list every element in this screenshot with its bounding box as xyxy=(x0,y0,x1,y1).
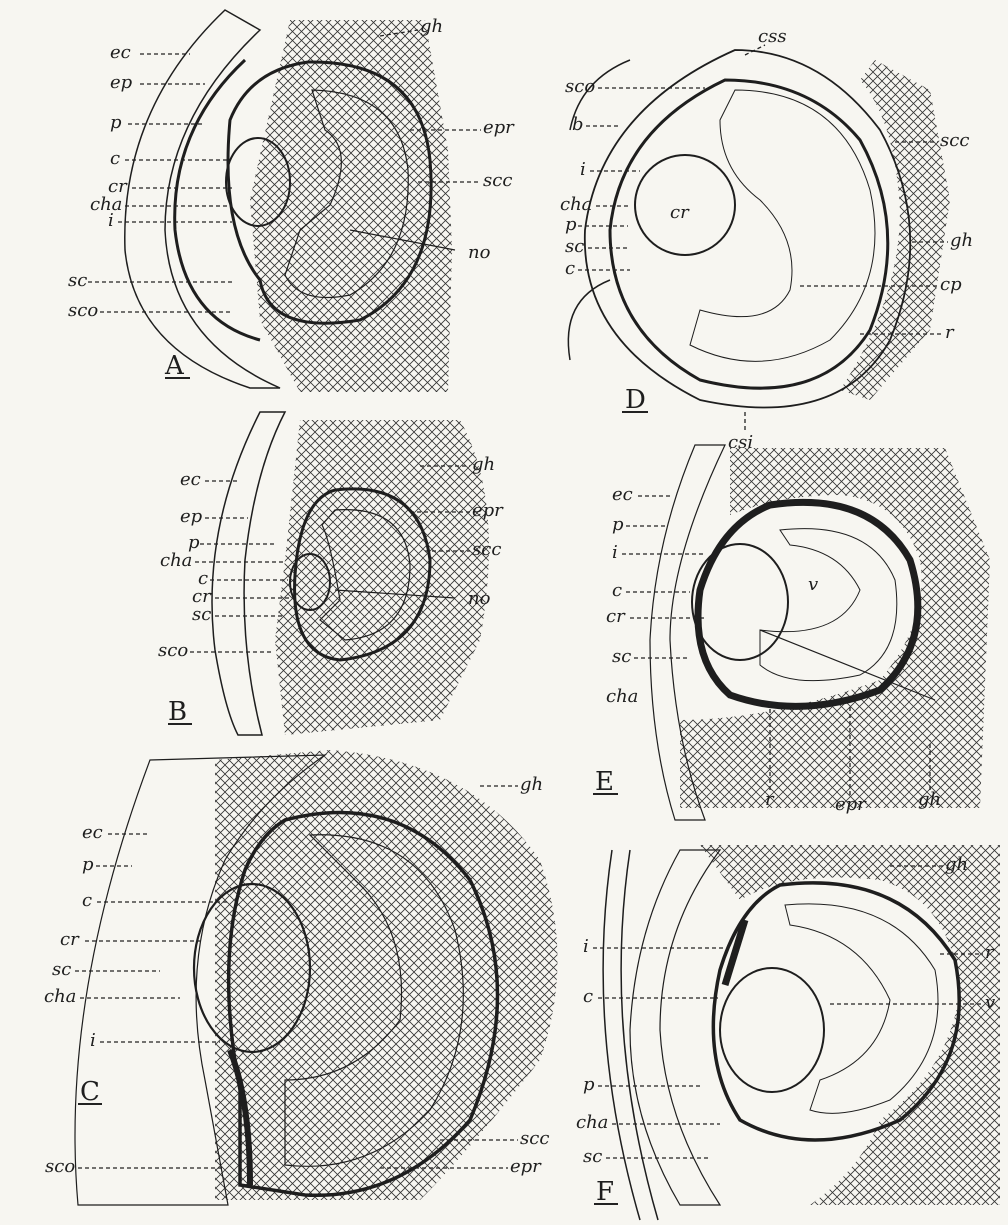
label-f-p: p xyxy=(583,1074,595,1095)
label-b-no: no xyxy=(468,588,491,609)
panel-e: E ec p i c cr sc cha v r epr gh xyxy=(593,445,990,820)
label-b-cha: cha xyxy=(160,550,192,571)
label-f-cha: cha xyxy=(576,1112,608,1133)
label-a-sc: sc xyxy=(68,270,87,291)
panel-b-gray-matter xyxy=(275,420,489,735)
label-f-r: r xyxy=(985,942,995,963)
label-d-cr: cr xyxy=(670,202,690,223)
label-a-ec: ec xyxy=(110,42,131,63)
panel-d-letter: D xyxy=(625,385,646,415)
label-d-p: p xyxy=(565,214,577,235)
label-b-ep: ep xyxy=(180,506,203,527)
label-e-v: v xyxy=(808,574,818,595)
panel-f-lens xyxy=(720,968,824,1092)
label-b-scc: scc xyxy=(472,539,501,560)
label-e-i: i xyxy=(612,542,618,563)
panel-c-letter: C xyxy=(80,1077,100,1107)
label-d-gh: gh xyxy=(950,230,973,251)
panel-d-optic-cup xyxy=(610,80,888,388)
label-b-epr: epr xyxy=(472,500,504,521)
label-c-scc: scc xyxy=(520,1128,549,1149)
panel-c: C ec p c cr sc cha i sco gh scc epr xyxy=(44,750,558,1205)
panel-f-optic-cup xyxy=(713,883,959,1140)
label-a-scc: scc xyxy=(483,170,512,191)
label-c-c: c xyxy=(82,890,92,911)
label-d-c: c xyxy=(565,258,575,279)
panel-d-sclera-outer xyxy=(585,50,910,408)
panel-b-letter: B xyxy=(168,697,187,727)
label-c-sco: sco xyxy=(45,1156,75,1177)
label-a-ep: ep xyxy=(110,72,133,93)
label-b-gh: gh xyxy=(472,454,495,475)
panel-b-ectoderm xyxy=(212,412,285,735)
label-c-cr: cr xyxy=(60,929,80,950)
panel-e-letter: E xyxy=(595,767,614,797)
label-f-i: i xyxy=(583,936,589,957)
panel-d-retina xyxy=(690,90,875,361)
label-d-sco: sco xyxy=(565,76,595,97)
panel-f-outer-line-2 xyxy=(621,850,658,1220)
label-c-gh: gh xyxy=(520,774,543,795)
label-d-sc: sc xyxy=(565,236,584,257)
panel-d-eyelid-lower xyxy=(568,280,610,360)
label-f-sc: sc xyxy=(583,1146,602,1167)
panel-a-epidermis xyxy=(175,60,260,340)
label-d-scc: scc xyxy=(940,130,969,151)
label-a-i: i xyxy=(108,210,114,231)
label-e-c: c xyxy=(612,580,622,601)
panel-a-letter: A xyxy=(164,351,185,381)
label-a-p: p xyxy=(110,112,122,133)
label-b-sco: sco xyxy=(158,640,188,661)
panel-f-outer-line-1 xyxy=(603,850,640,1220)
label-f-c: c xyxy=(583,986,593,1007)
label-d-css: css xyxy=(758,26,787,47)
label-a-sco: sco xyxy=(68,300,98,321)
label-e-sc: sc xyxy=(612,646,631,667)
label-e-r: r xyxy=(765,789,775,810)
label-a-c: c xyxy=(110,148,120,169)
panel-f: F gh i c p cha sc r v xyxy=(576,845,1000,1220)
label-e-epr: epr xyxy=(835,794,867,815)
label-e-cr: cr xyxy=(606,606,626,627)
label-b-ec: ec xyxy=(180,469,201,490)
label-c-p: p xyxy=(82,854,94,875)
panel-e-lens xyxy=(692,544,788,660)
panel-a-gray-matter xyxy=(250,20,452,392)
label-c-cha: cha xyxy=(44,986,76,1007)
panel-d: D sco b i cha p sc c cr css scc gh cp xyxy=(560,26,973,453)
label-f-gh: gh xyxy=(945,854,968,875)
panel-f-retina xyxy=(785,904,938,1114)
panel-b: B ec ep p cha c cr sc sco gh epr scc no xyxy=(158,412,504,735)
label-d-i: i xyxy=(580,159,586,180)
panel-f-ectoderm xyxy=(630,850,720,1205)
label-a-epr: epr xyxy=(483,117,515,138)
label-b-sc: sc xyxy=(192,604,211,625)
label-e-p: p xyxy=(612,514,624,535)
label-a-no: no xyxy=(468,242,491,263)
label-c-sc: sc xyxy=(52,959,71,980)
label-e-ec: ec xyxy=(612,484,633,505)
label-d-cp: cp xyxy=(940,274,962,295)
label-e-gh: gh xyxy=(918,789,941,810)
label-e-cha: cha xyxy=(606,686,638,707)
label-c-epr: epr xyxy=(510,1156,542,1177)
label-d-r: r xyxy=(945,322,955,343)
label-c-ec: ec xyxy=(82,822,103,843)
panel-f-gray-matter xyxy=(700,845,1000,1205)
label-c-i: i xyxy=(90,1030,96,1051)
panel-a: A ec ep p c cr cha i sc sco gh epr scc xyxy=(68,10,515,392)
label-a-gh: gh xyxy=(420,16,443,37)
panel-f-letter: F xyxy=(596,1177,614,1207)
label-d-cha: cha xyxy=(560,194,592,215)
label-a-cha: cha xyxy=(90,194,122,215)
label-d-b: b xyxy=(572,114,584,135)
label-f-v: v xyxy=(985,992,995,1013)
